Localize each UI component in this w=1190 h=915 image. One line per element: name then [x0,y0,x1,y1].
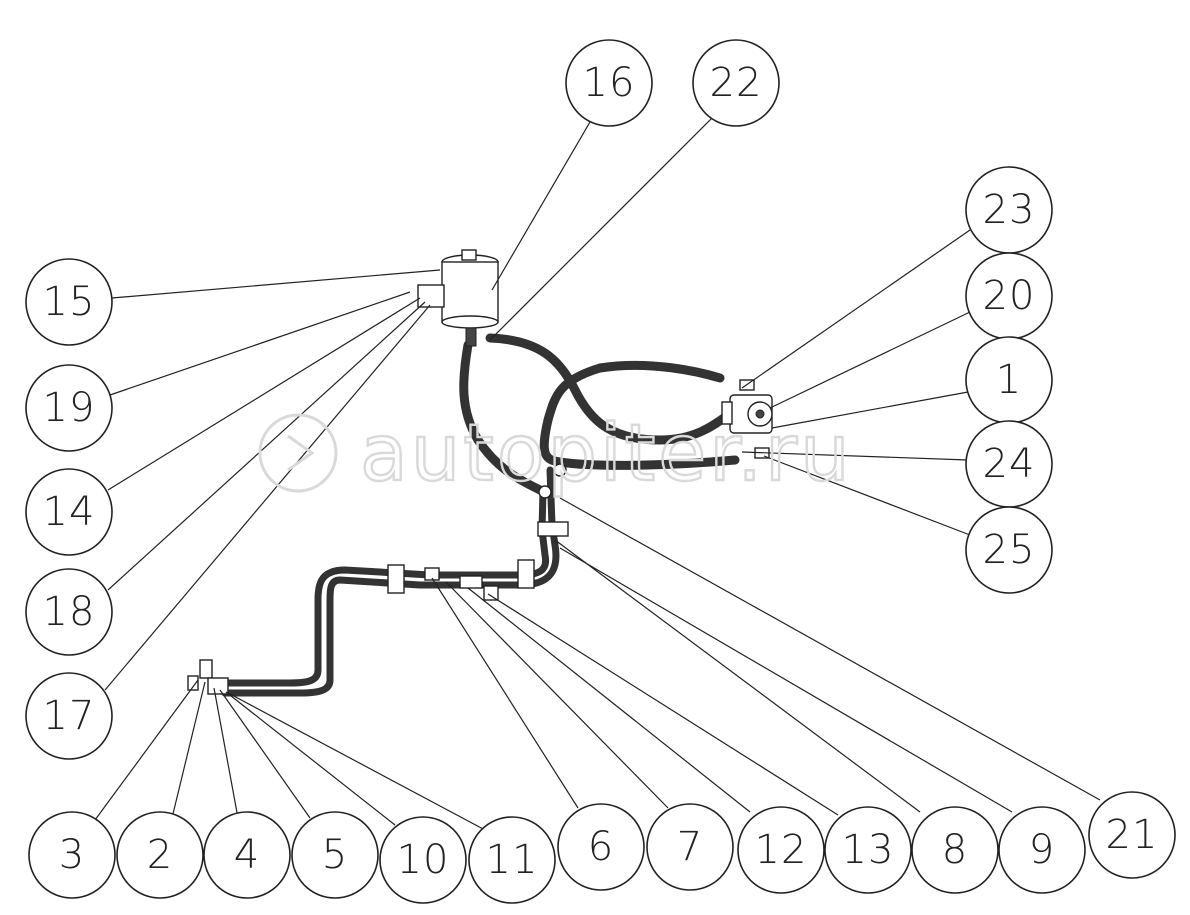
callout-circle [965,506,1053,594]
callout-label: 11 [486,837,539,883]
callout-label: 1 [996,357,1022,403]
callout-5: 1 [965,336,1053,424]
callout-label: 23 [983,187,1036,233]
callout-label: 14 [43,489,96,535]
callout-circle [998,806,1086,894]
callout-8: 15 [25,258,113,346]
callout-circle [25,364,113,452]
reservoir-tank [417,249,499,347]
callout-18: 11 [468,816,556,904]
callout-14: 2 [116,811,204,899]
callout-4: 20 [965,252,1053,340]
callout-label: 9 [1029,827,1055,873]
callout-circle [203,811,291,899]
callout-label: 7 [677,824,703,870]
callout-label: 24 [983,441,1036,487]
callout-label: 3 [59,832,85,878]
callout-circle [646,803,734,891]
callout-label: 8 [942,827,968,873]
callout-1: 16 [565,39,653,127]
callout-circle [737,806,825,894]
hose-fittings [187,379,770,695]
callout-circle [28,811,116,899]
callout-circle [379,816,467,904]
callout-label: 5 [322,832,348,878]
callout-23: 8 [911,806,999,894]
callout-circle [25,672,113,760]
callout-label: 17 [43,693,96,739]
callout-10: 14 [25,468,113,556]
callout-label: 25 [983,527,1036,573]
callout-circle [692,39,780,127]
callout-label: 20 [983,273,1036,319]
callout-label: 4 [234,832,260,878]
callout-7: 25 [965,506,1053,594]
callout-11: 18 [25,568,113,656]
callout-13: 3 [28,811,116,899]
callout-label: 22 [710,60,763,106]
callout-label: 6 [588,824,614,870]
callout-circle [911,806,999,894]
callout-20: 7 [646,803,734,891]
callout-label: 15 [43,279,96,325]
callout-label: 21 [1106,812,1159,858]
callout-circle [557,803,645,891]
callout-label: 10 [397,837,450,883]
callout-circle [25,258,113,346]
callout-9: 19 [25,364,113,452]
callout-circle [25,468,113,556]
callout-25: 21 [1088,791,1176,879]
callout-12: 17 [25,672,113,760]
callout-6: 24 [965,420,1053,508]
callout-circle [291,811,379,899]
callout-17: 10 [379,816,467,904]
callout-circle [468,816,556,904]
hose-assembly [211,333,740,697]
callout-circle [824,806,912,894]
hose-return-loop [485,333,740,445]
callout-22: 13 [824,806,912,894]
callout-label: 18 [43,589,96,635]
callout-label: 13 [842,827,895,873]
callout-3: 23 [965,166,1053,254]
steering-pump [721,394,773,434]
callout-label: 19 [43,385,96,431]
callout-circle [116,811,204,899]
callout-circle [1088,791,1176,879]
callout-2: 22 [692,39,780,127]
callout-16: 5 [291,811,379,899]
callout-circle [565,39,653,127]
callout-15: 4 [203,811,291,899]
callout-21: 12 [737,806,825,894]
callout-label: 2 [147,832,173,878]
callout-label: 16 [583,60,636,106]
leader-lines [94,117,1101,831]
callout-label: 12 [755,827,808,873]
callout-24: 9 [998,806,1086,894]
callout-19: 6 [557,803,645,891]
callout-circle [25,568,113,656]
